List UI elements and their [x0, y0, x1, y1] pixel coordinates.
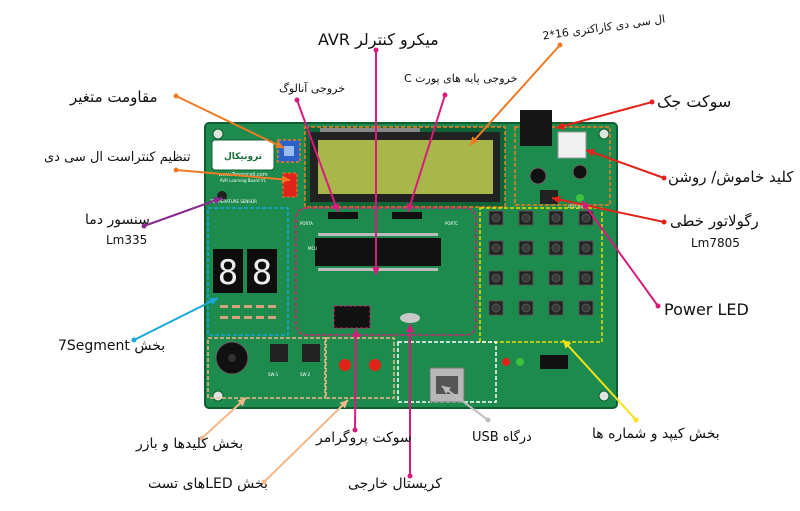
svg-text:SW-1: SW-1 — [268, 372, 279, 377]
keypad-key-cap — [551, 213, 561, 223]
ld-silk: LED_Power — [568, 204, 590, 209]
crystal-arrow — [406, 324, 414, 479]
label-crystal: کریستال خارجی — [348, 476, 442, 492]
lower-right-section — [502, 355, 568, 369]
svg-text:8: 8 — [218, 253, 238, 293]
label-usb: درگاه USB — [472, 430, 532, 445]
label-pot: مقاومت متغیر — [70, 88, 158, 106]
switch-arrow — [585, 148, 667, 181]
power-section: LED_Power — [514, 110, 611, 209]
keys-buzzer-section: SW-1 SW-2 — [207, 337, 326, 399]
lcd-arrow — [469, 42, 563, 146]
svg-text:PORTC: PORTC — [445, 221, 458, 226]
label-switch: کلید خاموش/ روشن — [668, 168, 794, 186]
keypad-key-cap — [581, 273, 591, 283]
keypad-key-cap — [491, 273, 501, 283]
label-power-led: Power LED — [664, 300, 749, 319]
label-portc-out: خروجی پایه های پورت C — [404, 72, 518, 85]
testleds-arrow — [261, 399, 349, 485]
contrast-arrow — [173, 167, 291, 184]
avr-arrow — [372, 47, 380, 275]
label-keypad: بخش کیپد و شماره ها — [592, 426, 720, 442]
keypad-key-cap — [521, 243, 531, 253]
keypad-key-cap — [491, 243, 501, 253]
label-temp: سنسور دما — [85, 212, 150, 228]
label-contrast: تنظیم کنتراست ال سی دی — [44, 150, 191, 165]
temp-arrow — [141, 196, 223, 229]
keypad-key-cap — [521, 273, 531, 283]
portc-arrow — [406, 92, 448, 213]
seg-arrow — [131, 297, 219, 343]
keypad-key-cap — [581, 213, 591, 223]
programmer-arrow — [351, 328, 360, 433]
label-temp-model: Lm335 — [106, 233, 148, 247]
pot-arrow — [173, 93, 285, 149]
jack-arrow — [555, 99, 655, 130]
keypad-key-cap — [551, 303, 561, 313]
keypad-key-cap — [581, 243, 591, 253]
svg-text:MCU: MCU — [308, 246, 317, 251]
test-leds-section — [325, 337, 395, 399]
label-avr: میکرو کنترلر AVR — [318, 30, 439, 49]
label-jack: سوکت جک — [657, 92, 732, 111]
keypad-arrow — [562, 339, 639, 423]
usb-arrow — [441, 385, 491, 423]
label-test-leds: بخش LEDهای تست — [148, 476, 268, 492]
lcd-module — [304, 126, 506, 208]
seven-segment-section: 8 8 — [207, 207, 289, 336]
label-regulator-model: Lm7805 — [691, 236, 740, 250]
brand-text: ترونیکال — [224, 152, 262, 162]
label-programmer: سوکت پروگرامر — [316, 430, 412, 446]
keypad-key-cap — [551, 243, 561, 253]
svg-text:SW-2: SW-2 — [300, 372, 311, 377]
temp-silk: TEMPERATURE SENSOR — [209, 199, 257, 204]
powerled-arrow — [581, 200, 661, 309]
keypad-key-cap — [521, 213, 531, 223]
regulator-arrow — [551, 195, 667, 225]
label-regulator: رگولاتور خطی — [670, 212, 759, 230]
svg-text:PORTA: PORTA — [300, 221, 313, 226]
keypad-section — [479, 207, 603, 343]
keypad-key-cap — [491, 213, 501, 223]
keysbuzzer-arrow — [199, 397, 247, 441]
label-keys-buzzer: بخش کلیدها و بازر — [136, 436, 244, 452]
keypad-key-cap — [581, 303, 591, 313]
label-analog-out: خروجی آنالوگ — [279, 82, 345, 95]
svg-text:8: 8 — [252, 253, 272, 293]
keypad-key-cap — [551, 273, 561, 283]
keypad-key-cap — [521, 303, 531, 313]
usb-section — [397, 341, 497, 403]
board-name-text: AVR Learning Board V1 — [220, 178, 267, 183]
label-seg: بخش 7Segment — [58, 338, 166, 354]
keypad-key-cap — [491, 303, 501, 313]
mcu-section: PORTA PORTC MCU — [295, 207, 477, 336]
analog-arrow — [294, 97, 340, 213]
